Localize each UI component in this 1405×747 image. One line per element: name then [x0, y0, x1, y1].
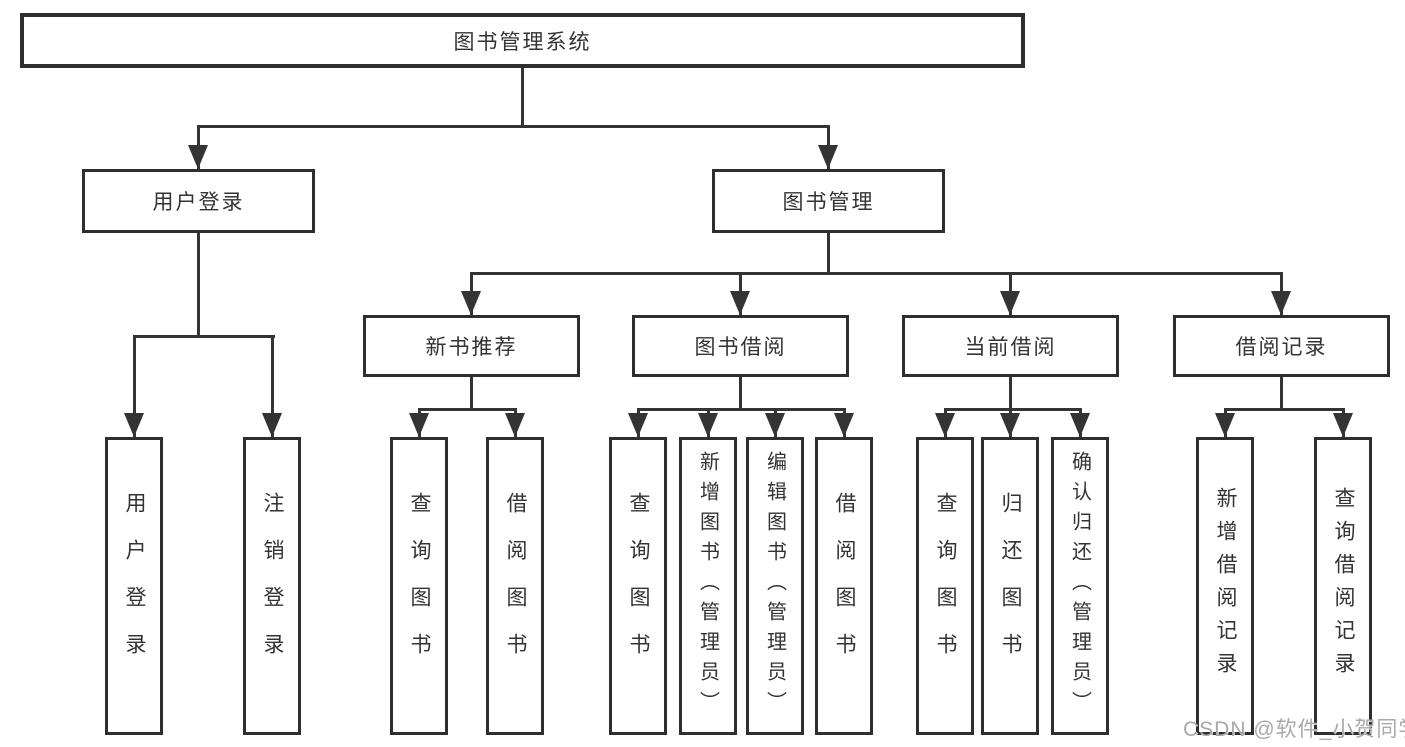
csdn-watermark: CSDN @软件_小贺同学	[1183, 718, 1405, 741]
leaf-edit-books-admin: 编辑图书（管理员）	[746, 437, 804, 735]
arrow-down-icon	[834, 413, 854, 437]
node-label: 注销登录	[261, 492, 284, 680]
arrow-down-icon	[1000, 413, 1020, 437]
connector-line	[196, 231, 200, 337]
node-label: 图书管理系统	[453, 30, 592, 54]
node-label: 新增图书（管理员）	[696, 451, 719, 721]
leaf-borrow-books-1: 借阅图书	[486, 437, 544, 735]
node-book-borrow: 图书借阅	[632, 315, 849, 377]
node-label: 借阅图书	[833, 492, 856, 680]
arrow-down-icon	[505, 413, 525, 437]
leaf-query-books-2: 查询图书	[609, 437, 667, 735]
connector-line	[417, 408, 517, 411]
node-current-borrow: 当前借阅	[902, 315, 1119, 377]
connector-line	[943, 408, 1082, 411]
node-label: 新书推荐	[425, 336, 518, 359]
leaf-user-login: 用户登录	[105, 437, 163, 735]
arrow-down-icon	[262, 413, 282, 437]
connector-line	[132, 335, 275, 338]
arrow-down-icon	[1271, 291, 1291, 315]
connector-line	[826, 231, 830, 275]
node-label: 新增借阅记录	[1214, 487, 1237, 685]
connector-line	[1280, 375, 1283, 410]
arrow-down-icon	[188, 145, 208, 169]
arrow-down-icon	[698, 413, 718, 437]
node-label: 归还图书	[999, 492, 1022, 680]
node-label: 编辑图书（管理员）	[763, 451, 786, 721]
node-label: 图书借阅	[694, 336, 787, 359]
arrow-down-icon	[1215, 413, 1235, 437]
arrow-down-icon	[1000, 291, 1020, 315]
node-label: 图书管理	[782, 191, 875, 214]
leaf-confirm-return-admin: 确认归还（管理员）	[1051, 437, 1109, 735]
leaf-borrow-books-2: 借阅图书	[815, 437, 873, 735]
leaf-return-books: 归还图书	[981, 437, 1039, 735]
connector-line	[270, 335, 274, 437]
arrow-down-icon	[935, 413, 955, 437]
node-label: 确认归还（管理员）	[1068, 451, 1091, 721]
node-root-system: 图书管理系统	[20, 13, 1025, 68]
node-label: 查询图书	[934, 492, 957, 680]
node-borrow-record: 借阅记录	[1173, 315, 1390, 377]
connector-line	[469, 272, 1283, 275]
connector-line	[132, 335, 136, 437]
leaf-query-books-1: 查询图书	[390, 437, 448, 735]
node-label: 查询图书	[408, 492, 431, 680]
leaf-query-borrow-record: 查询借阅记录	[1314, 437, 1372, 735]
node-label: 借阅记录	[1235, 336, 1328, 359]
node-new-book-recommend: 新书推荐	[363, 315, 580, 377]
leaf-query-books-3: 查询图书	[916, 437, 974, 735]
arrow-down-icon	[1070, 413, 1090, 437]
connector-line	[520, 64, 524, 128]
node-label: 借阅图书	[504, 492, 527, 680]
node-label: 当前借阅	[964, 336, 1057, 359]
node-label: 查询图书	[627, 492, 650, 680]
arrow-down-icon	[1333, 413, 1353, 437]
connector-line	[196, 125, 830, 128]
arrow-down-icon	[461, 291, 481, 315]
leaf-add-borrow-record: 新增借阅记录	[1196, 437, 1254, 735]
node-label: 查询借阅记录	[1332, 487, 1355, 685]
arrow-down-icon	[124, 413, 144, 437]
connector-line	[739, 375, 742, 410]
leaf-add-books-admin: 新增图书（管理员）	[679, 437, 737, 735]
node-user-login: 用户登录	[82, 169, 315, 233]
connector-line	[470, 375, 473, 410]
arrow-down-icon	[628, 413, 648, 437]
leaf-logout: 注销登录	[243, 437, 301, 735]
node-label: 用户登录	[123, 492, 146, 680]
connector-line	[636, 408, 846, 411]
arrow-down-icon	[730, 291, 750, 315]
node-book-management: 图书管理	[712, 169, 945, 233]
arrow-down-icon	[818, 145, 838, 169]
connector-line	[1223, 408, 1345, 411]
arrow-down-icon	[765, 413, 785, 437]
arrow-down-icon	[409, 413, 429, 437]
connector-line	[1009, 375, 1012, 410]
node-label: 用户登录	[152, 191, 245, 214]
